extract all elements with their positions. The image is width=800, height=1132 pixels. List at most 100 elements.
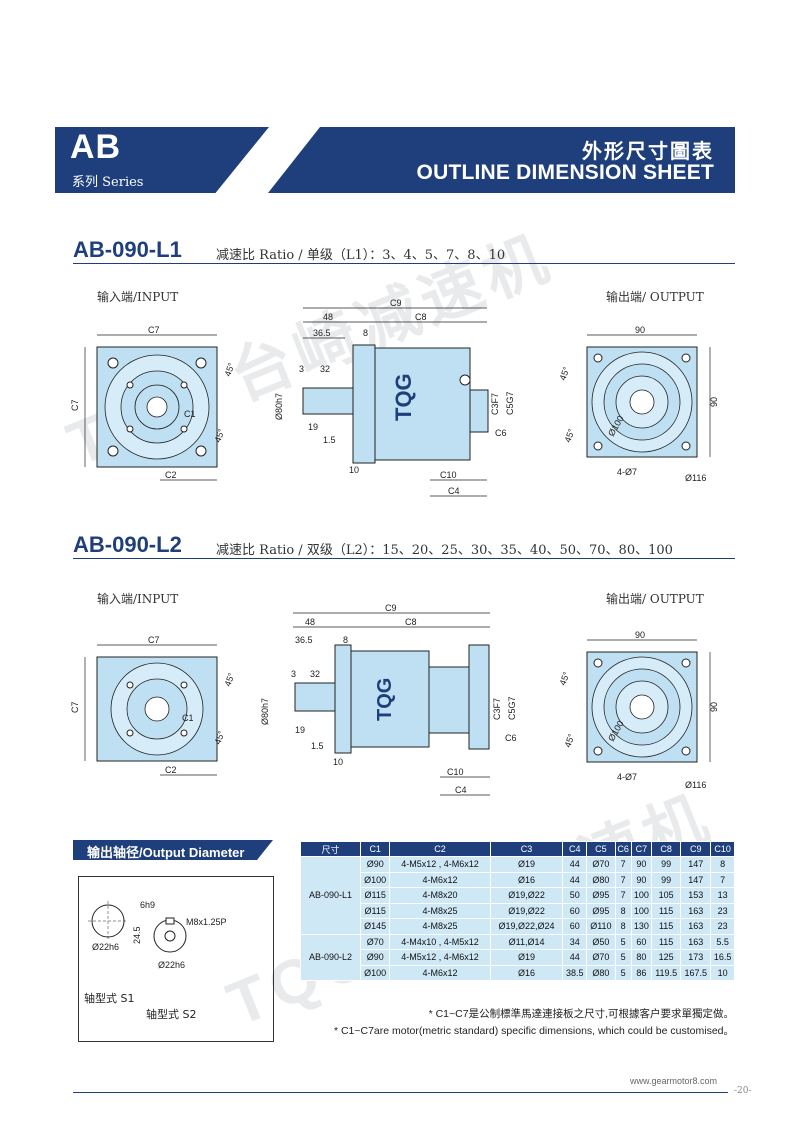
table-cell: 4-M6x12: [389, 964, 491, 981]
dim-c9: C9: [390, 298, 402, 308]
dim-32: 32: [320, 364, 330, 374]
shaft-type-s2: 轴型式 S2: [146, 1007, 196, 1021]
table-header: C9: [680, 841, 712, 857]
dim-c10: C10: [447, 767, 464, 777]
table-cell: 23: [710, 902, 735, 919]
table-cell: Ø70: [586, 856, 616, 873]
table-cell: 7: [614, 856, 632, 873]
table-cell: 153: [680, 887, 712, 904]
dim-8: 8: [343, 635, 348, 645]
input-label-l1: 输入端/INPUT: [97, 290, 179, 304]
table-cell: Ø100: [359, 964, 391, 981]
output-flange-drawing-l2: 90 90 Ø100 4-Ø7 Ø116 45° 45°: [557, 630, 719, 790]
dim-19: 19: [308, 422, 318, 432]
table-cell: 50: [562, 887, 588, 904]
table-cell: 60: [630, 933, 653, 950]
table-cell: Ø70: [586, 949, 616, 966]
dim-c10: C10: [440, 470, 457, 480]
dim-m8: M8x1.25P: [186, 917, 227, 927]
table-cell: Ø95: [586, 902, 616, 919]
header-right-banner: [268, 127, 735, 193]
table-header: C5: [586, 841, 616, 857]
table-header: C10: [710, 841, 735, 857]
dim-c7-vertical: C7: [70, 701, 80, 713]
dim-angle: 45°: [222, 361, 236, 378]
page-title-en: OUTLINE DIMENSION SHEET: [416, 161, 714, 184]
side-view-drawing-l1: C9 48 C8 36.5 8 TQG 3 32 19 1.5 10 Ø80h7…: [274, 298, 515, 497]
dim-angle: 45°: [562, 732, 576, 749]
table-cell: Ø19,Ø22,Ø24: [489, 918, 564, 935]
table-cell: 147: [680, 871, 712, 888]
table-header: C6: [614, 841, 632, 857]
table-cell: 99: [651, 856, 682, 873]
table-cell: 4-M4x10 , 4-M5x12: [389, 933, 491, 950]
table-cell: 8: [710, 856, 735, 873]
output-diameter-box: [78, 876, 274, 1042]
note-cn: * C1~C7是公制標準馬達連接板之尺寸,可根據客户要求單獨定做。: [428, 1008, 734, 1020]
dim-3: 3: [291, 669, 296, 679]
table-cell: 44: [562, 871, 588, 888]
table-model-cell: AB-090-L1: [300, 856, 361, 935]
dim-36-5: 36.5: [313, 328, 331, 338]
output-flange-drawing-l1: 90 90 Ø100 4-Ø7 Ø116 45° 45°: [557, 325, 719, 483]
dim-22-s2: Ø22h6: [158, 960, 185, 970]
dim-10: 10: [333, 757, 343, 767]
table-cell: 100: [630, 887, 653, 904]
dim-10: 10: [349, 465, 359, 475]
dim-3: 3: [299, 364, 304, 374]
dim-angle: 45°: [212, 427, 226, 444]
note-en: * C1~C7are motor(metric standard) specif…: [333, 1025, 734, 1037]
table-cell: Ø90: [359, 949, 391, 966]
dim-6: 6h9: [140, 900, 155, 910]
dim-c4: C4: [455, 785, 467, 795]
series-code: AB: [70, 128, 122, 166]
table-cell: Ø95: [586, 887, 616, 904]
dim-angle: 45°: [212, 729, 226, 746]
table-cell: 4-M5x12 , 4-M6x12: [389, 949, 491, 966]
table-cell: 173: [680, 949, 712, 966]
dim-c7: C7: [148, 325, 160, 335]
dim-angle: 45°: [557, 670, 571, 687]
input-flange-drawing-l1: C7 C7 C2 C1 45° 45°: [70, 325, 237, 481]
page-title-cn: 外形尺寸圖表: [582, 141, 714, 163]
dim-90-vertical: 90: [709, 702, 719, 712]
table-cell: 38.5: [562, 964, 588, 981]
table-cell: 60: [562, 902, 588, 919]
table-header: C3: [489, 841, 564, 857]
dim-angle: 45°: [562, 427, 576, 444]
dim-4-7: 4-Ø7: [617, 467, 637, 477]
dim-c5: C5G7: [505, 391, 515, 415]
table-cell: Ø110: [586, 918, 616, 935]
input-label-l2: 输入端/INPUT: [97, 592, 179, 606]
section-divider: [73, 558, 735, 559]
table-cell: 100: [630, 902, 653, 919]
dim-80: Ø80h7: [274, 393, 284, 420]
table-model-cell: AB-090-L2: [300, 933, 361, 981]
dim-4-7: 4-Ø7: [617, 772, 637, 782]
dim-c7-vertical: C7: [70, 399, 80, 411]
dimension-table: 尺寸 C1 C2 C3 C4 C5 C6 C7 C8 C9 C10 AB-090…: [300, 841, 735, 981]
table-cell: 99: [651, 871, 682, 888]
table-cell: 23: [710, 918, 735, 935]
table-cell: 10: [710, 964, 735, 981]
table-cell: 8: [614, 902, 632, 919]
dim-c7: C7: [148, 635, 160, 645]
table-cell: Ø90: [359, 856, 391, 873]
ratio-text-l1: 减速比 Ratio / 单级（L1）：3、4、5、7、8、10: [216, 248, 506, 263]
table-header: C2: [389, 841, 491, 857]
dim-c6: C6: [495, 428, 507, 438]
dim-c3: C3F7: [490, 393, 500, 415]
table-cell: 86: [630, 964, 653, 981]
table-header: C7: [630, 841, 653, 857]
dim-116: Ø116: [685, 473, 706, 483]
table-cell: Ø16: [489, 964, 564, 981]
table-cell: Ø19,Ø22: [489, 902, 564, 919]
dim-c1: C1: [182, 713, 194, 723]
table-cell: 163: [680, 902, 712, 919]
table-cell: 44: [562, 949, 588, 966]
